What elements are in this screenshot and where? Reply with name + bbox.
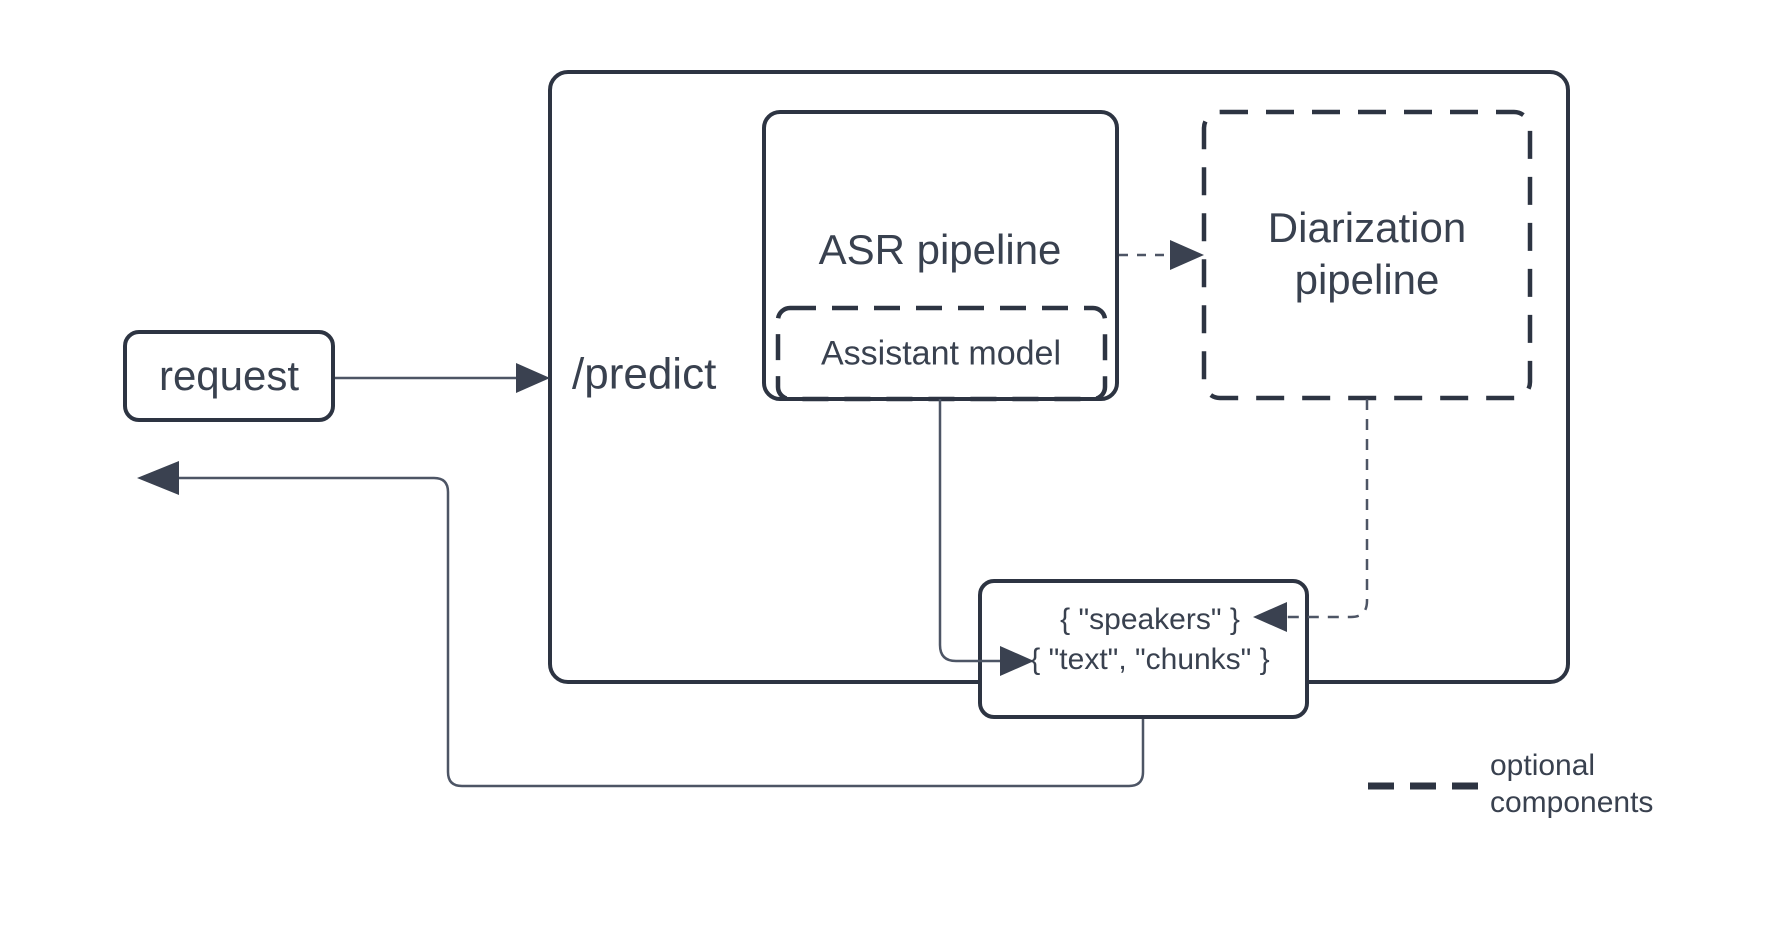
diarization-label-line2: pipeline xyxy=(1294,256,1440,303)
request-to-predict-arrowhead-icon xyxy=(516,363,550,393)
response-box xyxy=(978,579,1309,719)
diarization-to-response-arrowhead-icon xyxy=(1253,602,1287,632)
diarization-to-response-line xyxy=(1287,399,1369,619)
legend-label-line1: optional xyxy=(1490,749,1596,782)
diarization-label-line1: Diarization xyxy=(1267,204,1467,251)
request-label: request xyxy=(158,351,300,399)
response-return-line xyxy=(179,476,1145,788)
asr-pipeline-label: ASR pipeline xyxy=(818,225,1062,273)
asr-to-response-line xyxy=(938,399,1000,663)
response-text-chunks-text: { "text", "chunks" } xyxy=(1030,643,1270,676)
predict-endpoint-label: /predict xyxy=(572,349,717,399)
diarization-pipeline-box xyxy=(1201,109,1533,401)
assistant-model-label: Assistant model xyxy=(821,334,1061,373)
asr-to-diarization-arrowhead-icon xyxy=(1170,240,1204,270)
request-box xyxy=(123,330,335,422)
response-return-arrowhead-icon xyxy=(137,461,179,495)
legend-label: optional components xyxy=(1490,747,1653,821)
assistant-model-box xyxy=(775,305,1108,402)
response-speakers-text: { "speakers" } xyxy=(1060,603,1240,636)
legend-label-line2: components xyxy=(1490,786,1654,819)
asr-to-response-arrowhead-icon xyxy=(1000,646,1034,676)
diarization-pipeline-label: Diarization pipeline xyxy=(1268,202,1466,306)
